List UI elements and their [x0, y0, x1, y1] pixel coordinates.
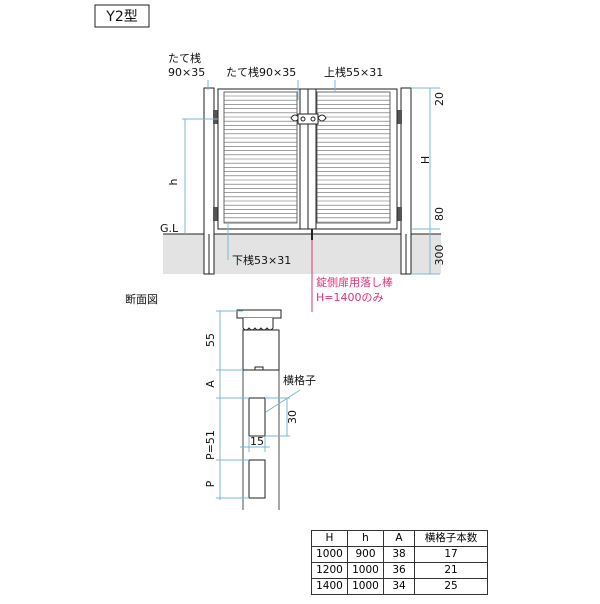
cell: 21: [414, 562, 488, 579]
dim-P51: P=51: [204, 430, 217, 460]
header-H: H: [311, 530, 348, 547]
dim-bottom: 80: [433, 207, 446, 221]
right-leaf-inner: [316, 91, 391, 224]
dim-embed: 300: [433, 245, 446, 266]
cell: 1000: [311, 546, 348, 563]
dim-top: 20: [433, 92, 446, 106]
dim-55: 55: [204, 333, 217, 347]
header-h: h: [347, 530, 384, 547]
cell: 1200: [311, 562, 348, 579]
header-A: A: [383, 530, 415, 547]
cell: 1000: [347, 562, 384, 579]
table-header-row: H h A 横格子本数: [311, 530, 488, 547]
label-bottom-rail: 下桟53×31: [232, 253, 291, 267]
note-line2: H=1400のみ: [316, 291, 383, 304]
cell: 25: [414, 578, 488, 595]
cell: 34: [383, 578, 415, 595]
label-lattice: 横格子: [283, 373, 316, 387]
label-tate-mid: たて桟90×35: [226, 65, 296, 79]
center-stile-left: [299, 88, 309, 230]
dim-15: 15: [250, 435, 264, 448]
cell: 36: [383, 562, 415, 579]
table-row: 1200 1000 36 21: [311, 562, 488, 579]
section-title: 断面図: [125, 292, 158, 306]
hinge-bottom-left: [213, 207, 218, 221]
dim-P: P: [204, 480, 217, 487]
lattice-bar-2: [248, 459, 266, 499]
cell: 1400: [311, 578, 348, 595]
label-tate-left-size: 90×35: [168, 66, 205, 79]
leader-lattice: [265, 389, 301, 413]
table-row: 1400 1000 34 25: [311, 578, 488, 595]
table-row: 1000 900 38 17: [311, 546, 488, 563]
section-top-rail: [236, 309, 282, 371]
note-line1: 錠側扉用落し棒: [316, 275, 393, 289]
model-tag: Y2型: [105, 9, 137, 25]
cell: 17: [414, 546, 488, 563]
dim-A: A: [204, 380, 217, 388]
dim-30: 30: [286, 410, 299, 424]
label-h: h: [167, 178, 180, 185]
cell: 38: [383, 546, 415, 563]
header-lattice-count: 横格子本数: [414, 530, 488, 547]
hinge-top-left: [213, 110, 218, 124]
label-H: H: [419, 156, 432, 164]
cell: 1000: [347, 578, 384, 595]
hinge-bottom-right: [397, 207, 402, 221]
louver-slats: [224, 95, 390, 223]
label-gl: G.L: [160, 222, 179, 235]
spec-table: H h A 横格子本数 1000 900 38 17 1200 1000 36 …: [311, 530, 488, 595]
label-tate-left: たて桟: [168, 51, 201, 65]
model-tag-box: [94, 4, 150, 28]
hinge-top-right: [397, 110, 402, 124]
left-leaf-inner: [223, 91, 298, 224]
lattice-bar-1: [248, 397, 266, 437]
label-top-rail: 上桟55×31: [324, 65, 383, 79]
cell: 900: [347, 546, 384, 563]
latch-handle: [290, 113, 327, 125]
center-stile-right: [307, 88, 317, 230]
